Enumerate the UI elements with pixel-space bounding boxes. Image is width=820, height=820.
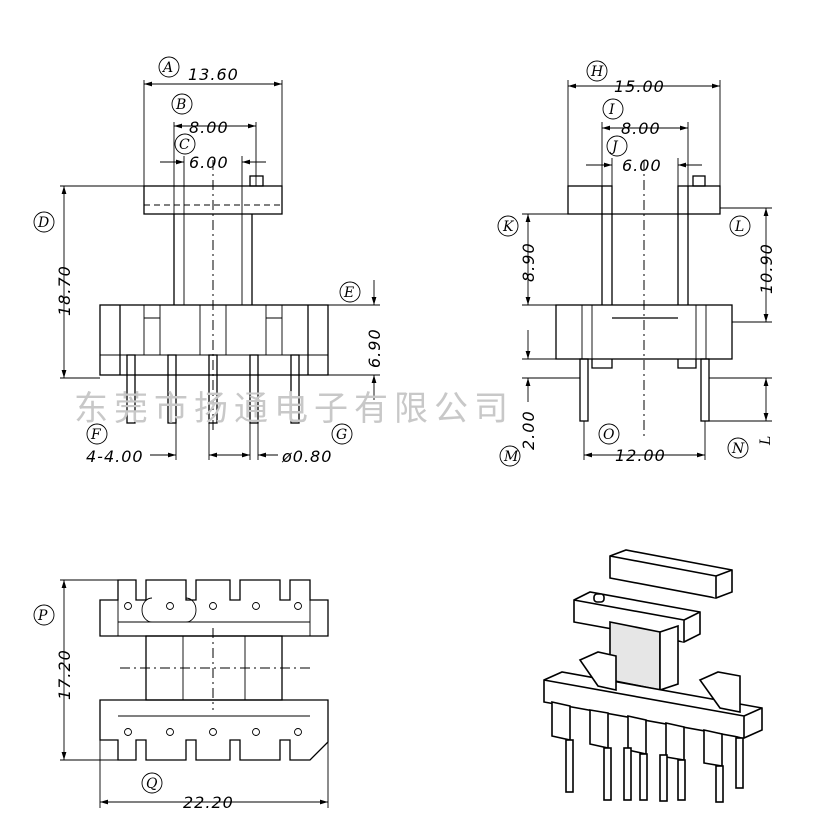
dim-F: 4-4.00: [86, 447, 144, 466]
label-E: E: [343, 285, 354, 301]
label-A: A: [161, 60, 173, 76]
label-K: K: [502, 219, 515, 235]
dim-B: 8.00: [189, 118, 229, 137]
dim-I: 8.00: [621, 119, 661, 138]
label-O: O: [603, 427, 615, 443]
dim-K: 8.90: [519, 242, 538, 282]
label-L-pin: L: [758, 436, 774, 446]
label-I: I: [608, 102, 615, 118]
dim-O: 12.00: [615, 446, 666, 465]
dim-P: 17.20: [55, 649, 74, 700]
dim-Q: 22.20: [183, 793, 234, 812]
dim-H: 15.00: [614, 77, 665, 96]
dim-C: 6.00: [189, 153, 229, 172]
label-P: P: [37, 608, 48, 624]
dim-M: 2.00: [519, 410, 538, 450]
label-D: D: [37, 215, 49, 231]
label-L: L: [734, 219, 744, 235]
dim-G: ø0.80: [281, 447, 332, 466]
label-H: H: [590, 64, 604, 80]
label-M: M: [503, 449, 519, 465]
label-G: G: [336, 427, 347, 443]
front-view: A 13.60 B 8.00 C 6.00 D 18.70 E 6.90: [33, 56, 384, 466]
front-pins: [126, 354, 300, 424]
side-view: H 15.00 I 8.00 J 6.00 K 8.90 L 10.90: [497, 60, 776, 467]
dim-L: 10.90: [757, 243, 776, 294]
dim-E: 6.90: [365, 328, 384, 368]
label-C: C: [179, 137, 190, 153]
watermark: 东莞市扬通电子有限公司: [74, 389, 514, 429]
dim-A: 13.60: [188, 65, 239, 84]
label-Q: Q: [146, 776, 158, 792]
bottom-view: P 17.20 Q 22.20: [33, 579, 329, 812]
dim-D: 18.70: [55, 265, 74, 316]
label-N: N: [731, 441, 745, 457]
label-J: J: [609, 139, 619, 155]
label-F: F: [90, 427, 102, 443]
label-B: B: [175, 97, 186, 113]
dim-J: 6.00: [622, 156, 662, 175]
isometric-view: [543, 549, 763, 803]
